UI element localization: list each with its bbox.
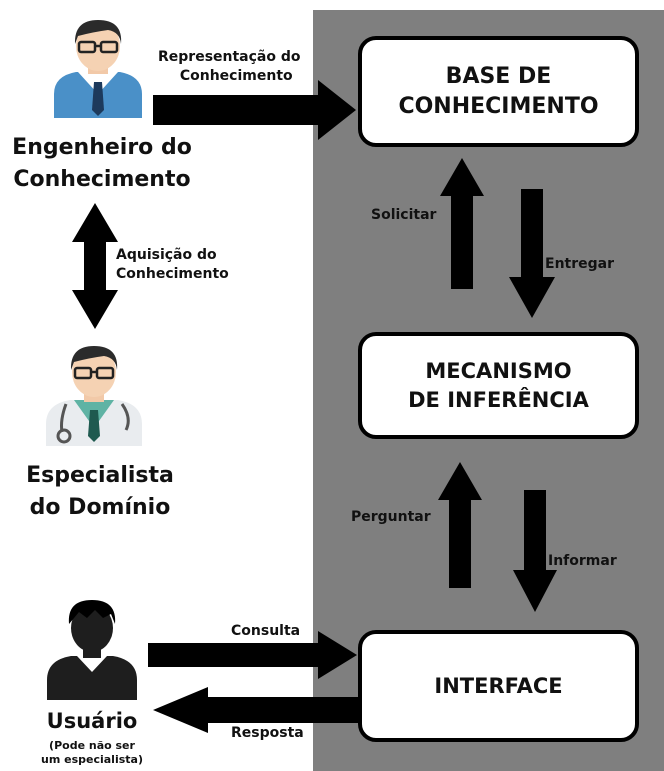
usuario-note-line1: (Pode não ser xyxy=(49,739,135,752)
especialista-title: Especialista do Domínio xyxy=(10,460,190,524)
label-aquisicao-line1: Aquisição do xyxy=(116,247,217,263)
mecanismo-label-line1: MECANISMO xyxy=(425,359,572,384)
arrow-aquisicao xyxy=(72,203,118,329)
interface-box: INTERFACE xyxy=(358,630,639,742)
label-entregar: Entregar xyxy=(545,256,614,272)
label-representacao: Representação do Conhecimento xyxy=(158,48,301,86)
label-consulta: Consulta xyxy=(231,623,301,639)
doctor-specialist-icon xyxy=(46,346,142,446)
usuario-title: Usuário xyxy=(46,709,138,733)
engineer-person-icon xyxy=(54,20,142,118)
especialista-title-line1: Especialista xyxy=(26,463,174,488)
label-aquisicao: Aquisição do Conhecimento xyxy=(116,246,229,284)
arrow-consulta xyxy=(148,631,357,679)
arrow-solicitar xyxy=(440,158,484,289)
usuario-note-line2: um especialista) xyxy=(41,753,143,767)
arrow-informar xyxy=(513,490,557,612)
label-representacao-line1: Representação do xyxy=(158,49,301,65)
label-perguntar: Perguntar xyxy=(351,509,431,525)
user-silhouette-icon xyxy=(47,600,137,700)
arrow-perguntar xyxy=(438,462,482,588)
mecanismo-de-inferencia-box: MECANISMO DE INFERÊNCIA xyxy=(358,332,639,439)
arrow-resposta xyxy=(153,687,358,733)
engenheiro-title-line1: Engenheiro do xyxy=(12,135,192,160)
label-representacao-line2: Conhecimento xyxy=(179,67,293,84)
arrow-entregar xyxy=(509,189,555,318)
label-solicitar: Solicitar xyxy=(371,207,437,223)
engenheiro-title: Engenheiro do Conhecimento xyxy=(12,132,192,196)
interface-label: INTERFACE xyxy=(434,673,563,698)
arrow-representacao xyxy=(153,80,356,140)
base-label-line1: BASE DE xyxy=(445,63,552,89)
engenheiro-title-line2: Conhecimento xyxy=(13,166,191,192)
mecanismo-label-line2: DE INFERÊNCIA xyxy=(408,387,589,412)
label-informar: Informar xyxy=(548,553,617,569)
label-resposta: Resposta xyxy=(231,725,304,741)
base-de-conhecimento-box: BASE DE CONHECIMENTO xyxy=(358,36,639,147)
base-label-line2: CONHECIMENTO xyxy=(398,93,599,119)
especialista-title-line2: do Domínio xyxy=(29,494,171,520)
usuario-note: (Pode não ser um especialista) xyxy=(22,739,162,768)
label-aquisicao-line2: Conhecimento xyxy=(116,265,229,282)
